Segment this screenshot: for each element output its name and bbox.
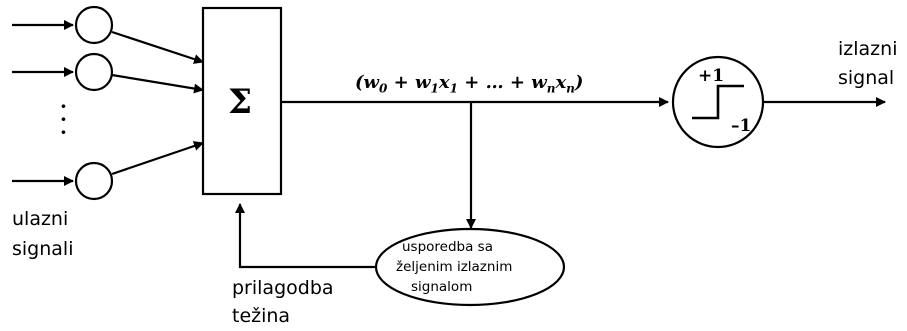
input-node-2 <box>74 52 114 92</box>
weight-feedback-arrow <box>235 203 376 269</box>
input-node-1 <box>74 5 114 45</box>
ellipsis-dots: · · · <box>60 94 67 144</box>
input-node-n <box>74 161 114 201</box>
output-label-line1: izlazni <box>838 38 898 60</box>
compare-label-line2: željenim izlaznim <box>396 259 513 275</box>
step-plus-label: +1 <box>698 66 725 86</box>
adjust-label-line2: težina <box>232 305 291 327</box>
weight-line-n <box>111 141 204 176</box>
compare-label-line3: signalom <box>411 279 473 295</box>
weighted-sum-formula: (w0 + w1x1 + … + wnxn) <box>355 72 584 96</box>
step-function-curve <box>692 84 744 120</box>
output-label-line2: signal <box>838 67 895 89</box>
adjust-label-line1: prilagodba <box>232 277 334 299</box>
step-minus-label: –1 <box>731 116 752 136</box>
inputs-label-line1: ulazni <box>12 208 69 230</box>
weight-line-1 <box>111 30 204 64</box>
weight-line-2 <box>111 73 204 94</box>
inputs-label-line2: signali <box>12 238 74 260</box>
summation-symbol: Σ <box>228 82 253 122</box>
compare-label-line1: usporedba sa <box>402 239 493 255</box>
